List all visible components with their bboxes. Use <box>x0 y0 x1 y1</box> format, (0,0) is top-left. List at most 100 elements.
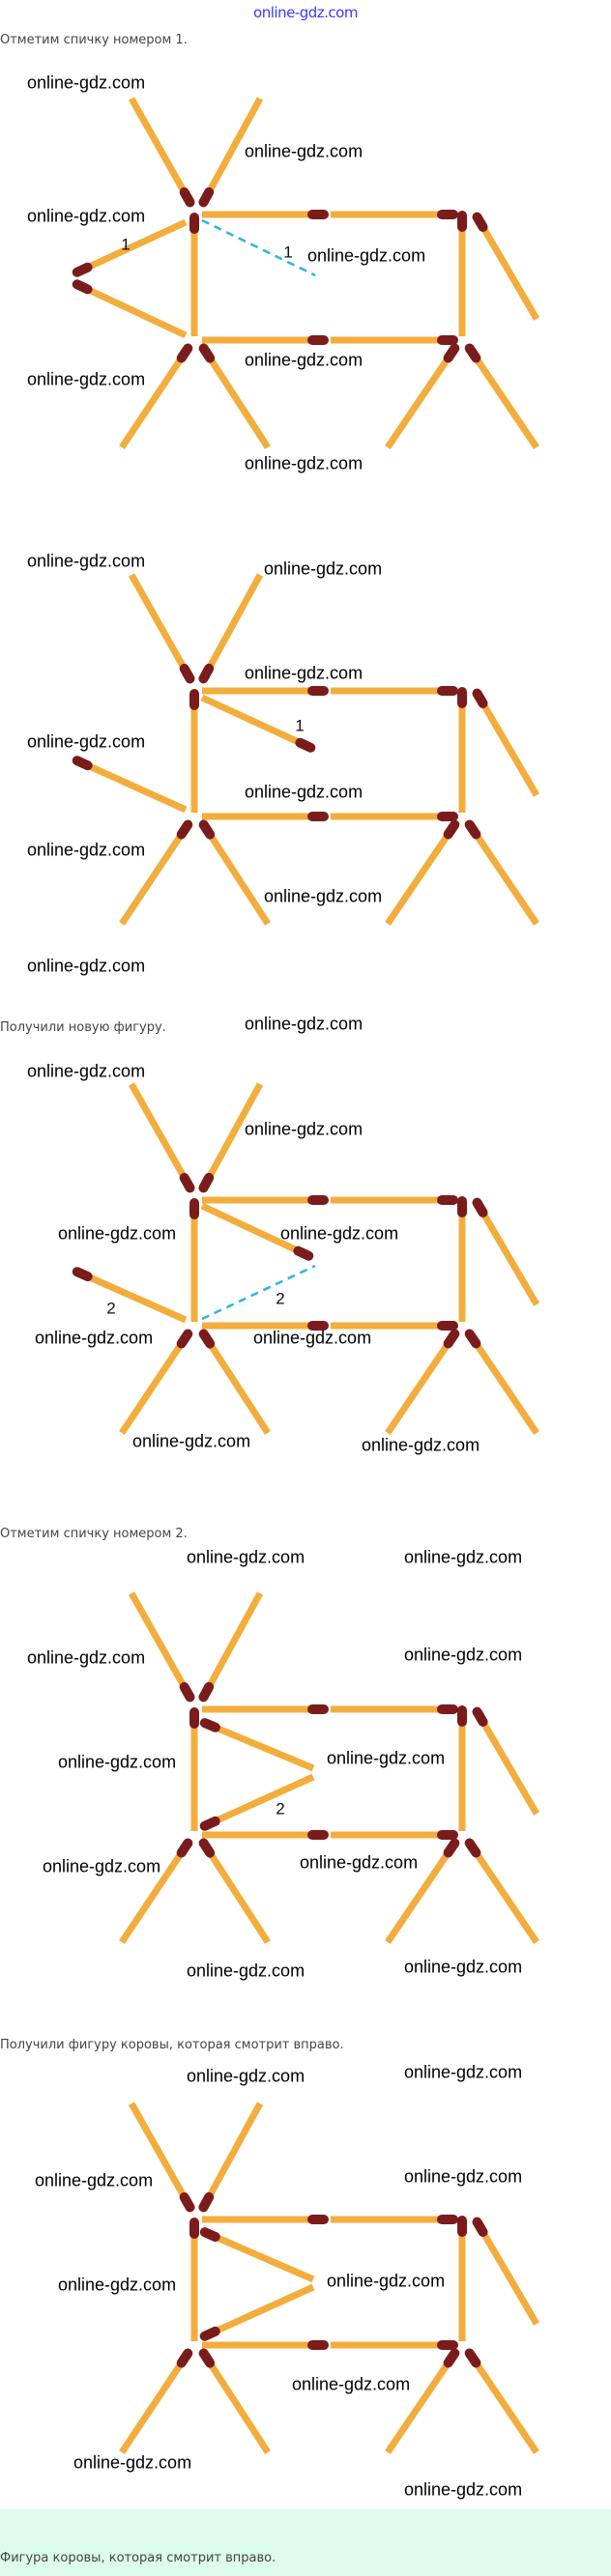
matchstick <box>465 344 539 449</box>
watermark-text: online-gdz.com <box>245 782 364 802</box>
matchstick <box>472 213 540 321</box>
match-label-2: 2 <box>276 1799 285 1818</box>
watermark-text: online-gdz.com <box>187 1547 306 1567</box>
match-head <box>199 1816 220 1831</box>
match-head <box>293 1245 314 1261</box>
caption-new-figure: Получили новую фигуру. <box>0 1020 166 1036</box>
match-head <box>179 2191 195 2213</box>
match-head <box>199 2326 220 2341</box>
matchstick <box>128 573 195 683</box>
caption-cow-right: Получили фигуру коровы, которая смотрит … <box>0 2038 344 2053</box>
matchstick <box>198 573 264 683</box>
matchstick <box>198 97 264 207</box>
matchstick <box>119 1330 192 1435</box>
matchstick <box>199 1839 271 1944</box>
watermark-text: online-gdz.com <box>264 558 383 579</box>
match-head <box>443 819 460 840</box>
matchstick <box>200 1773 315 1831</box>
watermark-text: online-gdz.com <box>27 731 146 752</box>
matchstick <box>472 1198 540 1306</box>
matchstick <box>200 2283 315 2341</box>
matchstick <box>73 1267 188 1324</box>
matchstick <box>465 2349 539 2454</box>
matchstick <box>200 1718 315 1772</box>
matchstick <box>199 2349 271 2454</box>
match-head <box>472 1197 488 1217</box>
matchstick <box>199 820 271 926</box>
matchstick <box>199 344 271 449</box>
match-head <box>443 1838 460 1858</box>
match-head <box>295 737 316 753</box>
watermark-text: online-gdz.com <box>253 1328 372 1348</box>
match-head <box>179 1681 195 1703</box>
matchstick <box>128 97 195 207</box>
match-head <box>198 343 216 363</box>
matchstick <box>198 1082 264 1192</box>
matchstick <box>128 1591 195 1702</box>
answer-box: Фигура коровы, которая смотрит вправо. <box>0 2509 611 2576</box>
watermark-text: online-gdz.com <box>404 2479 523 2500</box>
matchstick <box>73 279 188 339</box>
match-head <box>443 2348 460 2368</box>
watermark-text: online-gdz.com <box>73 2452 192 2473</box>
watermark-text: online-gdz.com <box>35 2170 154 2190</box>
match-head <box>443 1329 460 1349</box>
match-head <box>464 819 481 840</box>
watermark-text: online-gdz.com <box>327 2271 446 2291</box>
watermark-text: online-gdz.com <box>245 453 364 473</box>
answer-text: Фигура коровы, которая смотрит вправо. <box>0 2551 276 2566</box>
match-label-2: 2 <box>276 1289 285 1308</box>
watermark-text: online-gdz.com <box>327 1748 446 1768</box>
watermark-text: online-gdz.com <box>187 1961 306 1981</box>
watermark-text: online-gdz.com <box>187 2066 306 2086</box>
watermark-text: online-gdz.com <box>43 1856 161 1876</box>
matchstick <box>200 694 315 753</box>
match-head <box>179 186 195 208</box>
match-head <box>198 1681 215 1703</box>
watermark-text: online-gdz.com <box>245 141 364 161</box>
watermark-text: online-gdz.com <box>27 1061 146 1081</box>
match-head <box>198 2191 215 2213</box>
matchstick <box>199 1330 271 1435</box>
watermark-text: online-gdz.com <box>404 2166 523 2187</box>
match-head <box>198 819 216 840</box>
match-label-1: 1 <box>283 243 293 262</box>
match-head <box>199 1718 220 1732</box>
match-head <box>72 1267 93 1282</box>
watermark-text: online-gdz.com <box>362 1435 480 1455</box>
matchstick <box>119 1839 192 1944</box>
matchstick <box>128 1082 195 1192</box>
matchstick <box>385 344 459 449</box>
matchstick <box>472 1707 540 1816</box>
watermark-text: online-gdz.com <box>58 2275 177 2295</box>
watermark-text: online-gdz.com <box>404 2062 523 2082</box>
watermark-text: online-gdz.com <box>27 72 146 93</box>
match-head <box>199 2227 220 2242</box>
match-head <box>72 756 93 771</box>
watermark-text: online-gdz.com <box>35 1328 154 1348</box>
watermark-text: online-gdz.com <box>27 551 146 571</box>
watermark-text: online-gdz.com <box>58 1752 177 1772</box>
watermark-text: online-gdz.com <box>245 663 364 683</box>
watermark-text: online-gdz.com <box>27 369 146 389</box>
match-head <box>198 2348 216 2368</box>
match-head <box>198 1172 215 1193</box>
caption-mark-2: Отметим спичку номером 2. <box>0 1527 188 1542</box>
match-label-1: 1 <box>295 716 305 735</box>
watermark-text: online-gdz.com <box>245 1014 364 1034</box>
match-head <box>198 663 215 684</box>
match-head <box>472 212 488 232</box>
match-head <box>176 819 193 840</box>
site-link[interactable]: online-gdz.com <box>253 4 358 21</box>
watermark-text: online-gdz.com <box>264 886 383 906</box>
dashed-guide-line <box>201 218 316 277</box>
matchstick <box>200 2227 315 2283</box>
matchstick <box>198 2102 264 2212</box>
match-label-2: 2 <box>106 1299 116 1318</box>
match-head <box>179 1172 195 1193</box>
matchstick <box>73 756 188 814</box>
watermark-text: online-gdz.com <box>27 840 146 860</box>
match-head <box>72 262 93 277</box>
matchstick <box>128 2102 195 2212</box>
